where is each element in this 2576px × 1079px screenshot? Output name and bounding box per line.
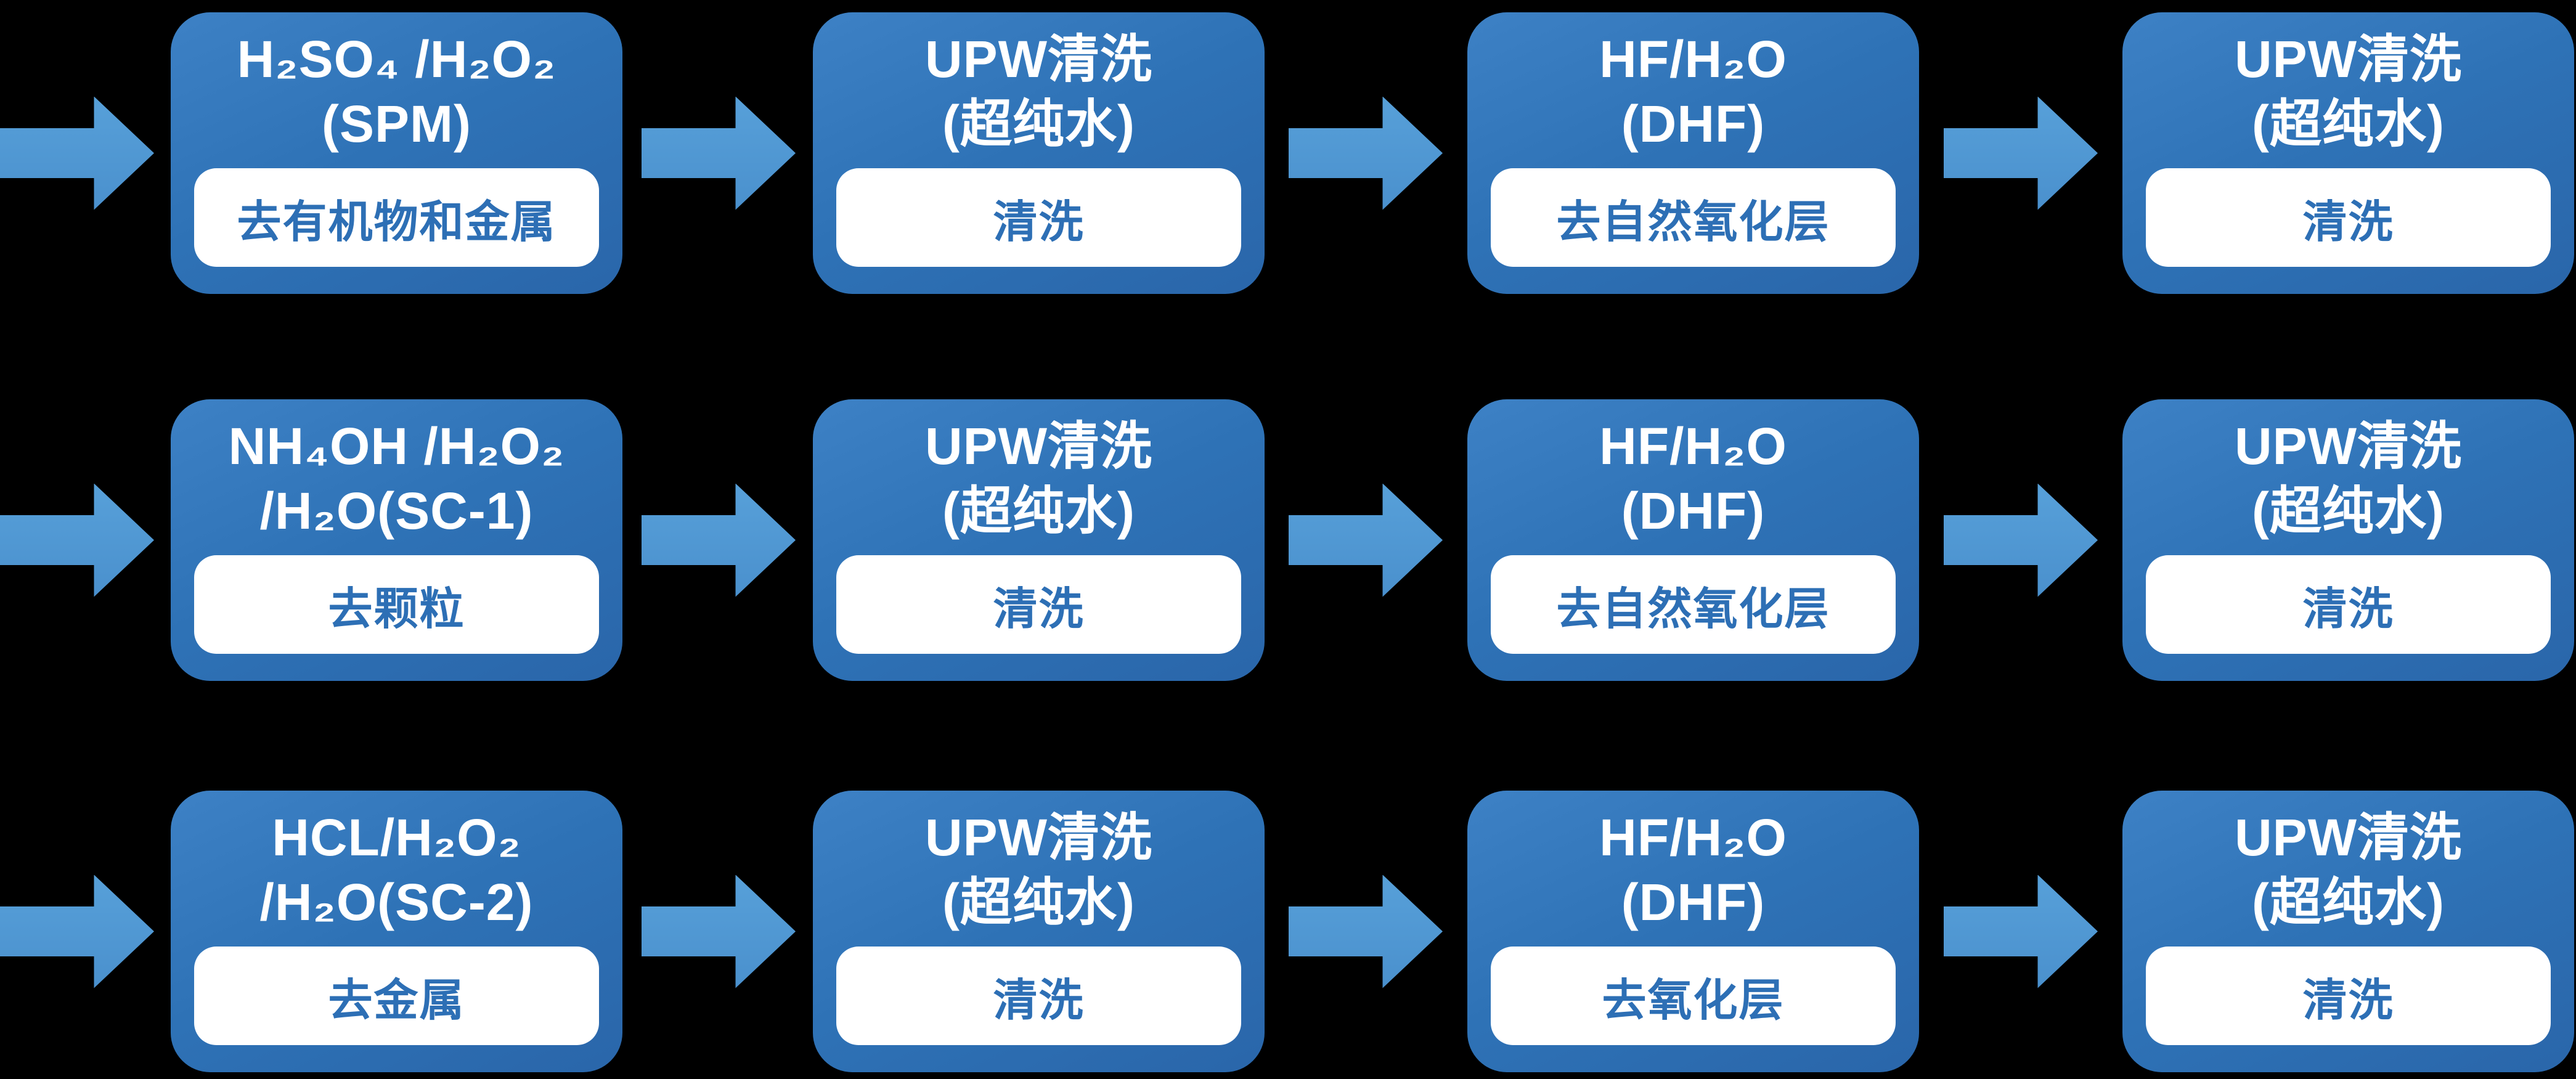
step-title: UPW清洗 (超纯水) bbox=[2146, 399, 2551, 555]
step-title: HF/H₂O (DHF) bbox=[1491, 791, 1896, 947]
step-title-line1: H₂SO₄ /H₂O₂ bbox=[237, 30, 556, 89]
process-step-box: UPW清洗 (超纯水) 清洗 bbox=[2122, 12, 2574, 294]
step-function-label: 清洗 bbox=[836, 168, 1241, 267]
step-title-line1: NH₄OH /H₂O₂ bbox=[228, 417, 565, 476]
step-title-line1: UPW清洗 bbox=[925, 30, 1152, 89]
step-function-label: 清洗 bbox=[836, 947, 1241, 1045]
step-function-label: 清洗 bbox=[2146, 168, 2551, 267]
step-title-line1: UPW清洗 bbox=[925, 417, 1152, 476]
arrow-right-icon bbox=[0, 96, 154, 210]
step-title-line1: HF/H₂O bbox=[1599, 30, 1787, 89]
step-function-label: 去自然氧化层 bbox=[1491, 168, 1896, 267]
process-step-box: UPW清洗 (超纯水) 清洗 bbox=[2122, 791, 2574, 1072]
step-title: NH₄OH /H₂O₂ /H₂O(SC-1) bbox=[194, 399, 599, 555]
step-title: UPW清洗 (超纯水) bbox=[2146, 791, 2551, 947]
process-step-box: UPW清洗 (超纯水) 清洗 bbox=[813, 791, 1265, 1072]
process-step-box: HCL/H₂O₂ /H₂O(SC-2) 去金属 bbox=[171, 791, 622, 1072]
step-function-label: 去金属 bbox=[194, 947, 599, 1045]
step-title-line1: HF/H₂O bbox=[1599, 808, 1787, 867]
step-title: UPW清洗 (超纯水) bbox=[2146, 12, 2551, 168]
arrow-right-icon bbox=[1289, 483, 1443, 597]
step-title-line1: UPW清洗 bbox=[2235, 417, 2462, 476]
process-step-box: HF/H₂O (DHF) 去自然氧化层 bbox=[1467, 12, 1919, 294]
arrow-right-icon bbox=[0, 483, 154, 597]
step-title-line2: (超纯水) bbox=[2252, 481, 2445, 540]
arrow-right-icon bbox=[642, 96, 796, 210]
arrow-right-icon bbox=[1289, 874, 1443, 988]
process-step-box: HF/H₂O (DHF) 去自然氧化层 bbox=[1467, 399, 1919, 681]
step-title-line2: (DHF) bbox=[1621, 94, 1766, 153]
step-title-line2: /H₂O(SC-2) bbox=[259, 873, 534, 931]
step-title: UPW清洗 (超纯水) bbox=[836, 791, 1241, 947]
step-function-label: 清洗 bbox=[2146, 947, 2551, 1045]
step-title-line2: (DHF) bbox=[1621, 873, 1766, 931]
arrow-right-icon bbox=[0, 874, 154, 988]
step-title-line1: UPW清洗 bbox=[2235, 30, 2462, 89]
step-title-line2: (DHF) bbox=[1621, 481, 1766, 540]
process-step-box: H₂SO₄ /H₂O₂ (SPM) 去有机物和金属 bbox=[171, 12, 622, 294]
step-title-line1: UPW清洗 bbox=[2235, 808, 2462, 867]
flow-row-2: NH₄OH /H₂O₂ /H₂O(SC-1) 去颗粒 UPW清洗 (超纯水) 清… bbox=[0, 399, 2576, 681]
step-function-label: 去氧化层 bbox=[1491, 947, 1896, 1045]
step-title-line2: (超纯水) bbox=[2252, 873, 2445, 931]
step-title-line2: /H₂O(SC-1) bbox=[259, 481, 534, 540]
step-title: UPW清洗 (超纯水) bbox=[836, 12, 1241, 168]
step-title-line1: HF/H₂O bbox=[1599, 417, 1787, 476]
step-function-label: 去颗粒 bbox=[194, 555, 599, 654]
step-title: UPW清洗 (超纯水) bbox=[836, 399, 1241, 555]
arrow-right-icon bbox=[1289, 96, 1443, 210]
step-title: HF/H₂O (DHF) bbox=[1491, 12, 1896, 168]
step-title: H₂SO₄ /H₂O₂ (SPM) bbox=[194, 12, 599, 168]
flow-row-1: H₂SO₄ /H₂O₂ (SPM) 去有机物和金属 UPW清洗 (超纯水) 清洗… bbox=[0, 12, 2576, 294]
step-function-label: 去自然氧化层 bbox=[1491, 555, 1896, 654]
process-step-box: HF/H₂O (DHF) 去氧化层 bbox=[1467, 791, 1919, 1072]
process-step-box: UPW清洗 (超纯水) 清洗 bbox=[813, 399, 1265, 681]
step-title-line1: UPW清洗 bbox=[925, 808, 1152, 867]
arrow-right-icon bbox=[1944, 874, 2098, 988]
arrow-right-icon bbox=[642, 483, 796, 597]
arrow-right-icon bbox=[1944, 483, 2098, 597]
step-title-line2: (超纯水) bbox=[942, 873, 1135, 931]
step-title: HCL/H₂O₂ /H₂O(SC-2) bbox=[194, 791, 599, 947]
flow-row-3: HCL/H₂O₂ /H₂O(SC-2) 去金属 UPW清洗 (超纯水) 清洗 H… bbox=[0, 791, 2576, 1072]
step-function-label: 清洗 bbox=[2146, 555, 2551, 654]
step-title-line2: (超纯水) bbox=[2252, 94, 2445, 153]
step-title: HF/H₂O (DHF) bbox=[1491, 399, 1896, 555]
step-title-line2: (超纯水) bbox=[942, 481, 1135, 540]
step-function-label: 去有机物和金属 bbox=[194, 168, 599, 267]
step-title-line2: (SPM) bbox=[322, 94, 471, 153]
process-step-box: UPW清洗 (超纯水) 清洗 bbox=[813, 12, 1265, 294]
step-title-line1: HCL/H₂O₂ bbox=[272, 808, 521, 867]
process-step-box: UPW清洗 (超纯水) 清洗 bbox=[2122, 399, 2574, 681]
process-step-box: NH₄OH /H₂O₂ /H₂O(SC-1) 去颗粒 bbox=[171, 399, 622, 681]
step-function-label: 清洗 bbox=[836, 555, 1241, 654]
step-title-line2: (超纯水) bbox=[942, 94, 1135, 153]
arrow-right-icon bbox=[1944, 96, 2098, 210]
arrow-right-icon bbox=[642, 874, 796, 988]
